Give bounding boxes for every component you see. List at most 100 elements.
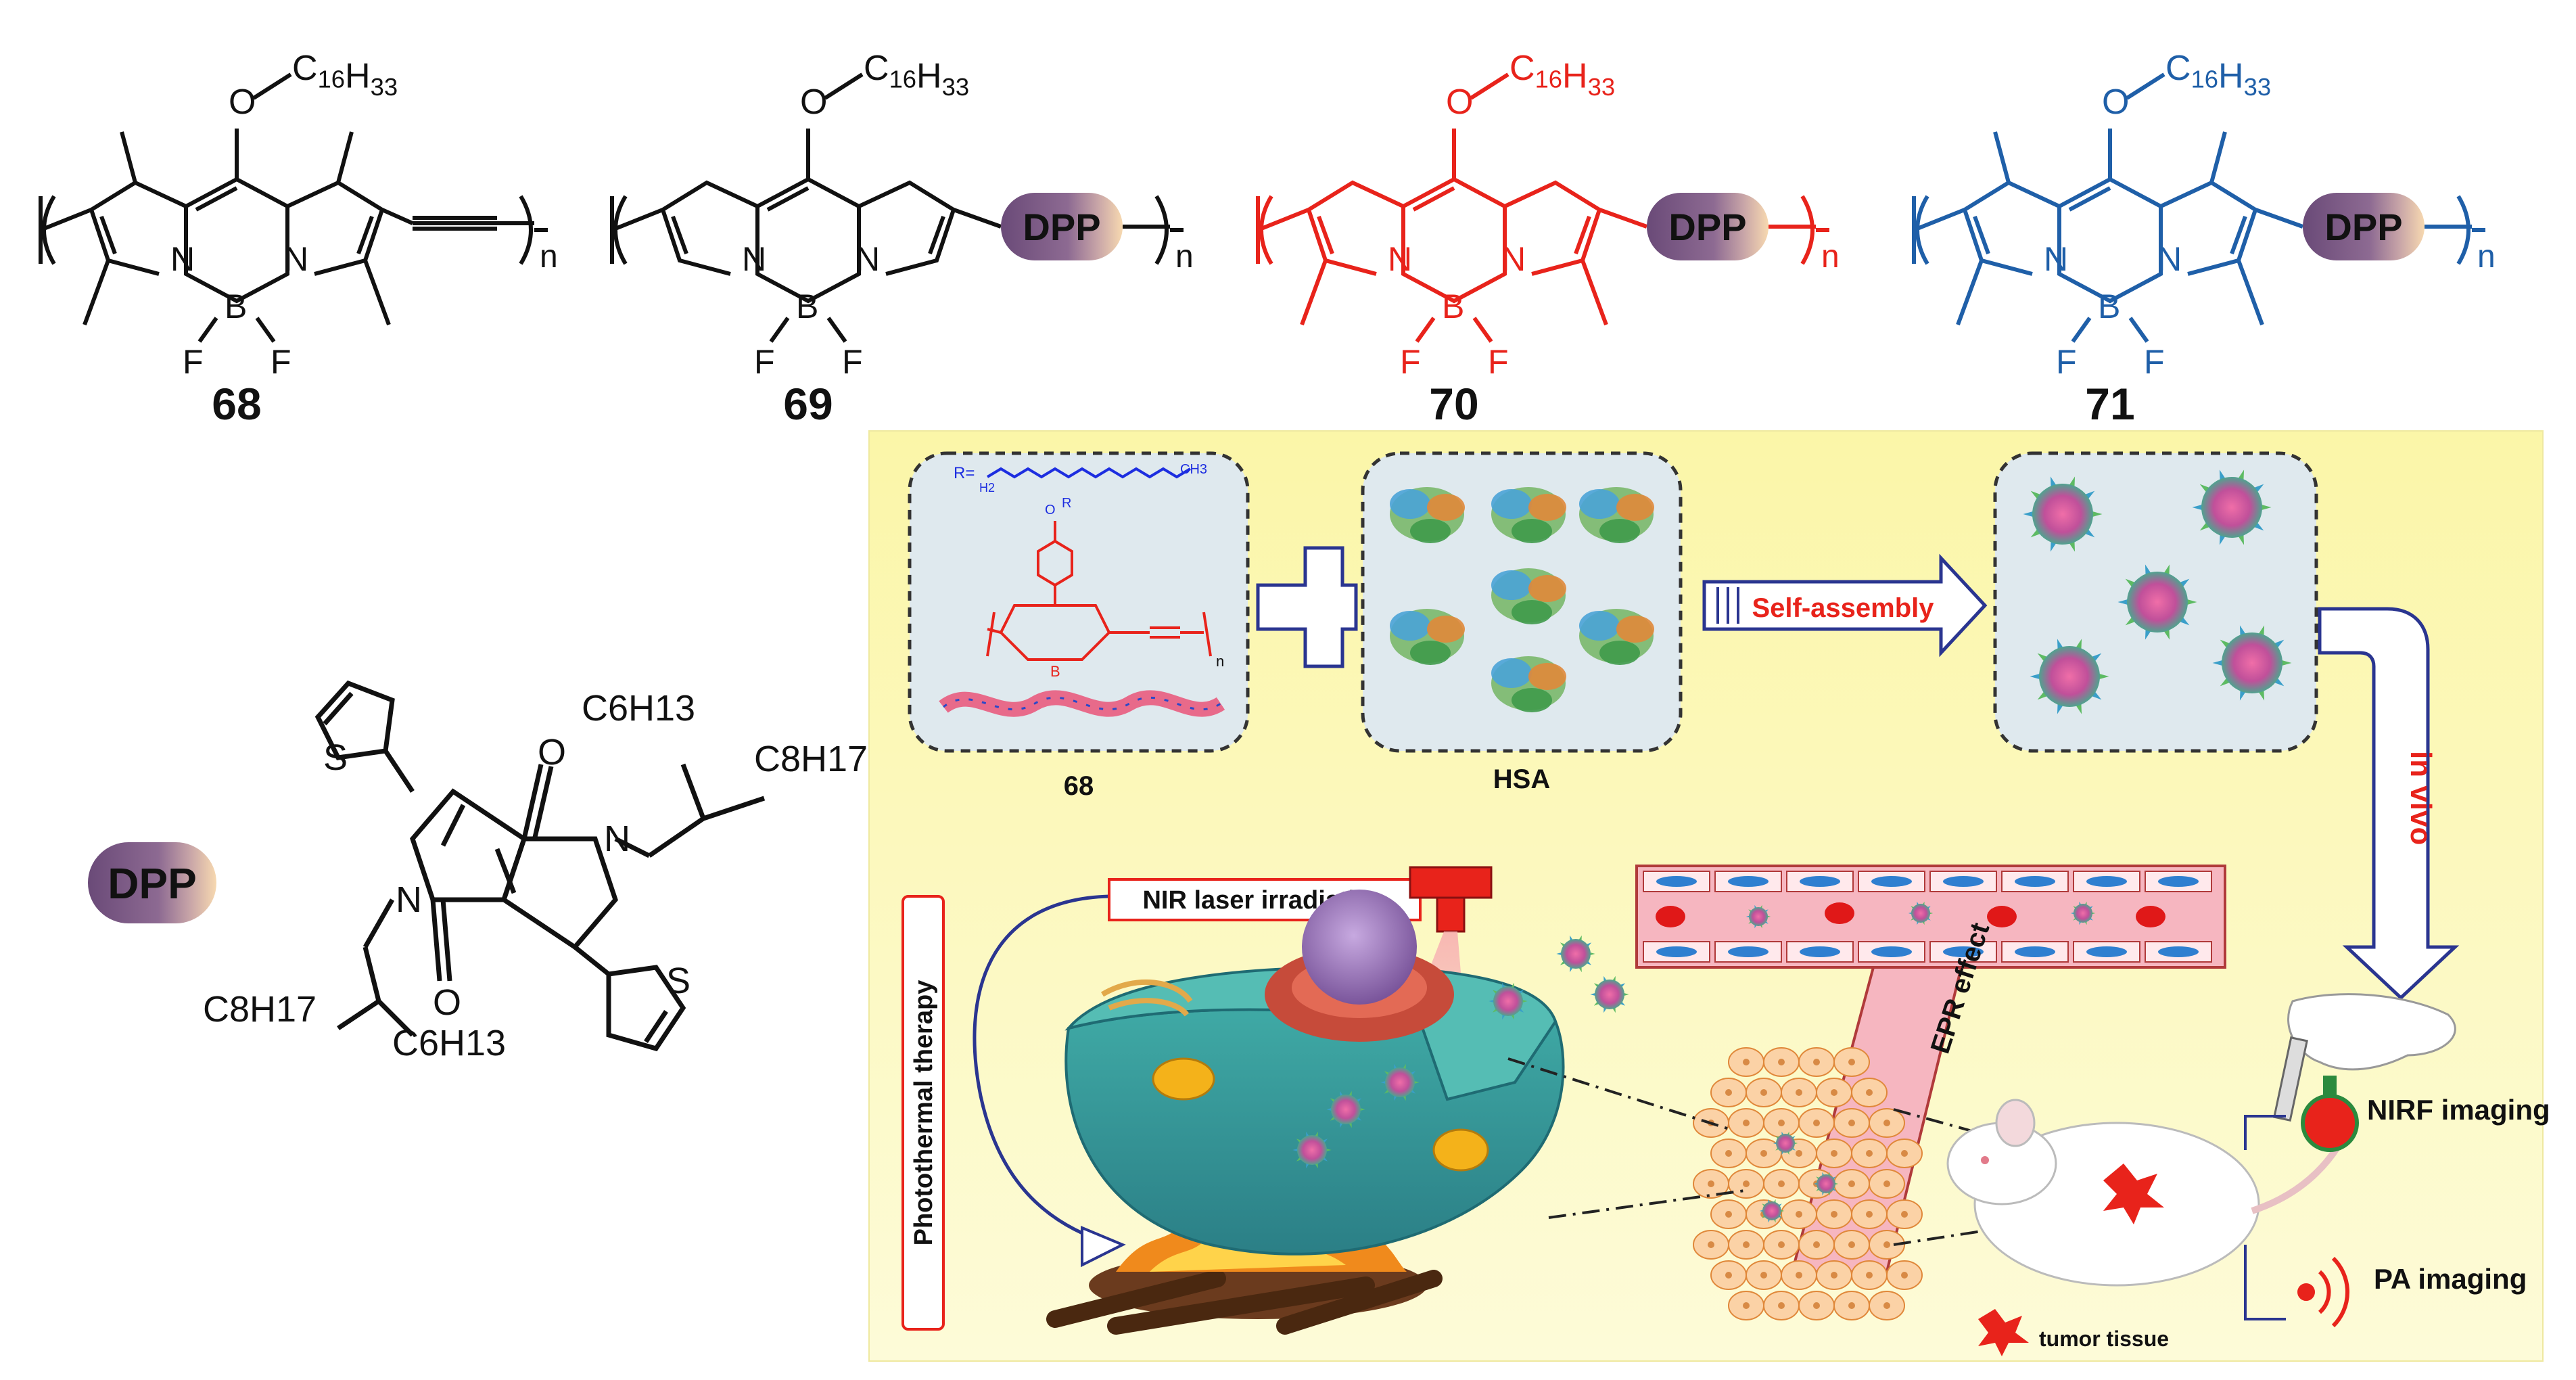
self-assembly-label: Self-assembly (1752, 593, 1934, 623)
repeat-unit-69: n (1175, 239, 1194, 275)
alkyl-chain-71: C16H33 (2165, 49, 2271, 101)
repeat-unit-71: n (2477, 239, 2496, 275)
dpp-badge-71 (2303, 193, 2425, 260)
inset-o-label: O (1045, 503, 1056, 518)
inset-r2-label: R (1062, 496, 1071, 511)
cell-illustration (1046, 890, 1565, 1335)
oxygen-71: O (2102, 83, 2129, 122)
inset-n-label: n (1216, 653, 1224, 670)
dpp-badge-label-69: DPP (1023, 206, 1100, 248)
dpp-badge-label: DPP (108, 859, 197, 908)
self-assembly-arrow (1702, 553, 1988, 658)
boron-71: B (2098, 288, 2120, 325)
nirf-icon (2301, 1076, 2359, 1152)
nitrogen-right-71: N (2157, 240, 2182, 278)
fluorine-left-68: F (183, 343, 204, 381)
repeat-unit-68: n (540, 239, 558, 275)
dpp-chain-2: C8H17 (754, 739, 868, 779)
nanoparticle (1489, 982, 1528, 1020)
fluorine-right-71: F (2144, 343, 2165, 381)
nanoparticle (1292, 1131, 1332, 1169)
nanoparticle (1326, 1090, 1365, 1128)
nitrogen-right-69: N (856, 240, 880, 278)
inset-boron-label: B (1050, 663, 1060, 680)
nanoparticle (2117, 564, 2197, 640)
dpp-badge-70 (1647, 193, 1769, 260)
inset-r-label: R= (954, 464, 975, 482)
boron-69: B (796, 288, 818, 325)
compound-69 (610, 72, 1184, 343)
dpp-oxygen-bottom: O (433, 982, 461, 1023)
fluorine-right-69: F (842, 343, 863, 381)
inset-ch3-label: CH3 (1180, 462, 1207, 477)
dpp-chain-1: C6H13 (582, 688, 695, 729)
repeat-unit-70: n (1821, 239, 1840, 275)
alkyl-chain-69: C16H33 (864, 49, 969, 101)
dpp-nitrogen-left: N (396, 879, 422, 920)
fluorine-right-70: F (1488, 343, 1509, 381)
nanoparticle (1556, 935, 1595, 973)
dpp-sulfur-left: S (323, 737, 348, 778)
nanoparticle (1759, 1199, 1785, 1223)
compound-number-68: 68 (212, 379, 261, 429)
compound-number-70: 70 (1429, 379, 1478, 429)
dpp-nitrogen-right: N (604, 819, 630, 859)
fluorine-left-71: F (2056, 343, 2077, 381)
tumor-legend-icon (1978, 1309, 2029, 1356)
dpp-badge-label-70: DPP (1668, 206, 1746, 248)
dpp-chain-4: C6H13 (392, 1023, 506, 1063)
nitrogen-left-69: N (742, 240, 766, 278)
oxygen-69: O (800, 83, 827, 122)
nitrogen-left-70: N (1388, 240, 1412, 278)
hsa-protein (1491, 568, 1566, 624)
oxygen-70: O (1446, 83, 1473, 122)
boron-70: B (1442, 288, 1464, 325)
pa-label: PA imaging (2374, 1263, 2527, 1295)
nitrogen-left-71: N (2044, 240, 2068, 278)
nanoparticle (1746, 904, 1771, 929)
in-vivo-label: in vivo (2404, 751, 2437, 845)
dpp-badge-69 (1001, 193, 1123, 260)
compound-number-71: 71 (2085, 379, 2134, 429)
dpp-badge (88, 842, 216, 923)
polymer-label-68: 68 (1064, 771, 1094, 801)
dpp-structure: DPP (88, 680, 868, 1063)
tumor-cell-cluster (1693, 1047, 1923, 1320)
nanoparticle (2212, 625, 2292, 701)
tumor-tissue-label: tumor tissue (2039, 1327, 2169, 1351)
hsa-protein (1579, 487, 1654, 543)
nirf-label: NIRF imaging (2367, 1094, 2550, 1126)
compound-70 (1256, 72, 1829, 343)
nanoparticle (1773, 1131, 1798, 1155)
nanoparticle (1380, 1063, 1420, 1101)
nanoparticle (1813, 1172, 1839, 1196)
polymer-inset-box (908, 451, 1250, 753)
hsa-protein (1491, 487, 1566, 543)
in-vivo-arrow (2318, 607, 2460, 1001)
nanoparticle (2070, 901, 2096, 925)
compound-71 (1912, 72, 2485, 343)
gloved-hand-icon (2273, 993, 2456, 1122)
hsa-protein (1491, 656, 1566, 712)
photothermal-label: Photothermal therapy (910, 980, 938, 1246)
plus-icon (1256, 546, 1358, 668)
pa-icon (2297, 1256, 2350, 1328)
hsa-label: HSA (1493, 764, 1550, 794)
nanoparticle (2030, 639, 2109, 714)
fluorine-left-70: F (1400, 343, 1421, 381)
scheme-panel: R= H2 CH3 O R B n 68 (868, 430, 2550, 1362)
laser-emitter-icon (1409, 866, 1493, 933)
dpp-badge-label-71: DPP (2324, 206, 2402, 248)
compound-68 (39, 72, 548, 343)
fluorine-right-68: F (271, 343, 291, 381)
boron-68: B (225, 288, 247, 325)
photothermal-box (901, 895, 945, 1331)
dpp-chain-3: C8H17 (203, 989, 317, 1030)
dpp-oxygen-top: O (538, 732, 566, 773)
hsa-protein (1390, 487, 1465, 543)
inset-h2-label: H2 (979, 481, 995, 495)
dpp-sulfur-right: S (666, 961, 690, 1001)
fluorine-left-69: F (754, 343, 775, 381)
alkyl-chain-68: C16H33 (292, 49, 398, 101)
